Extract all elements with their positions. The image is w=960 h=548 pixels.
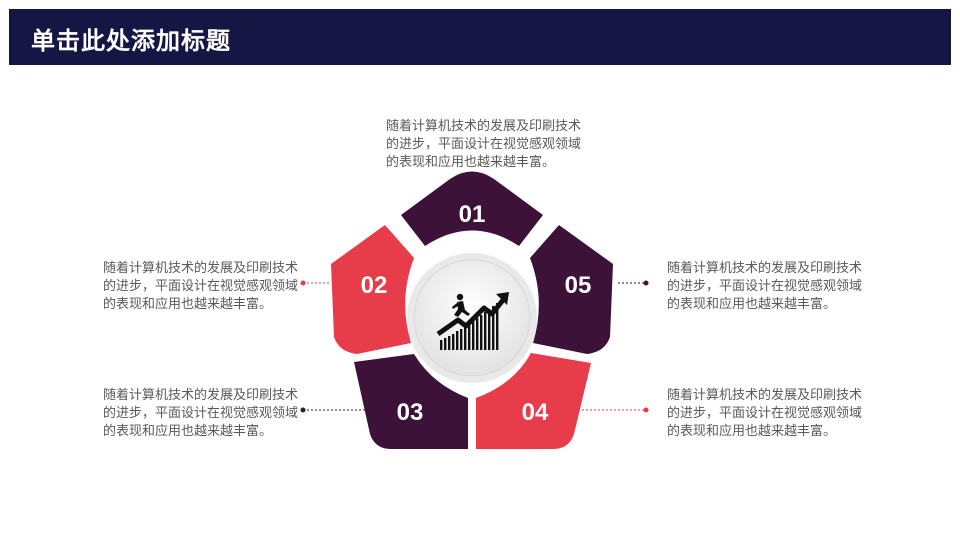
description-right-top: 随着计算机技术的发展及印刷技术的进步，平面设计在视觉感观领域的表现和应用也越来越… [667,261,863,312]
description-right-bottom: 随着计算机技术的发展及印刷技术的进步，平面设计在视觉感观领域的表现和应用也越来越… [667,388,863,439]
connector-line-right-bottom [578,407,649,413]
header-bar: 单击此处添加标题 [9,9,951,65]
segment-04[interactable] [476,353,591,449]
connector-line-left-bottom [300,407,366,413]
segment-label-04: 04 [522,399,549,426]
segment-label-03: 03 [397,399,424,426]
connector-line-left-top [300,280,330,286]
segment-02[interactable] [331,225,414,354]
growth-chart-runner-icon [436,292,509,350]
connector-line-right-top [618,280,649,286]
segment-label-02: 02 [361,272,388,299]
segment-label-05: 05 [565,272,592,299]
segment-03[interactable] [354,354,468,449]
segment-01[interactable] [401,171,543,247]
segment-05[interactable] [530,225,613,354]
description-left-top: 随着计算机技术的发展及印刷技术的进步，平面设计在视觉感观领域的表现和应用也越来越… [103,261,299,312]
page-title[interactable]: 单击此处添加标题 [31,27,231,55]
description-left-bottom: 随着计算机技术的发展及印刷技术的进步，平面设计在视觉感观领域的表现和应用也越来越… [103,388,299,439]
segment-label-01: 01 [459,201,486,228]
description-top: 随着计算机技术的发展及印刷技术的进步，平面设计在视觉感观领域的表现和应用也越来越… [386,119,582,170]
